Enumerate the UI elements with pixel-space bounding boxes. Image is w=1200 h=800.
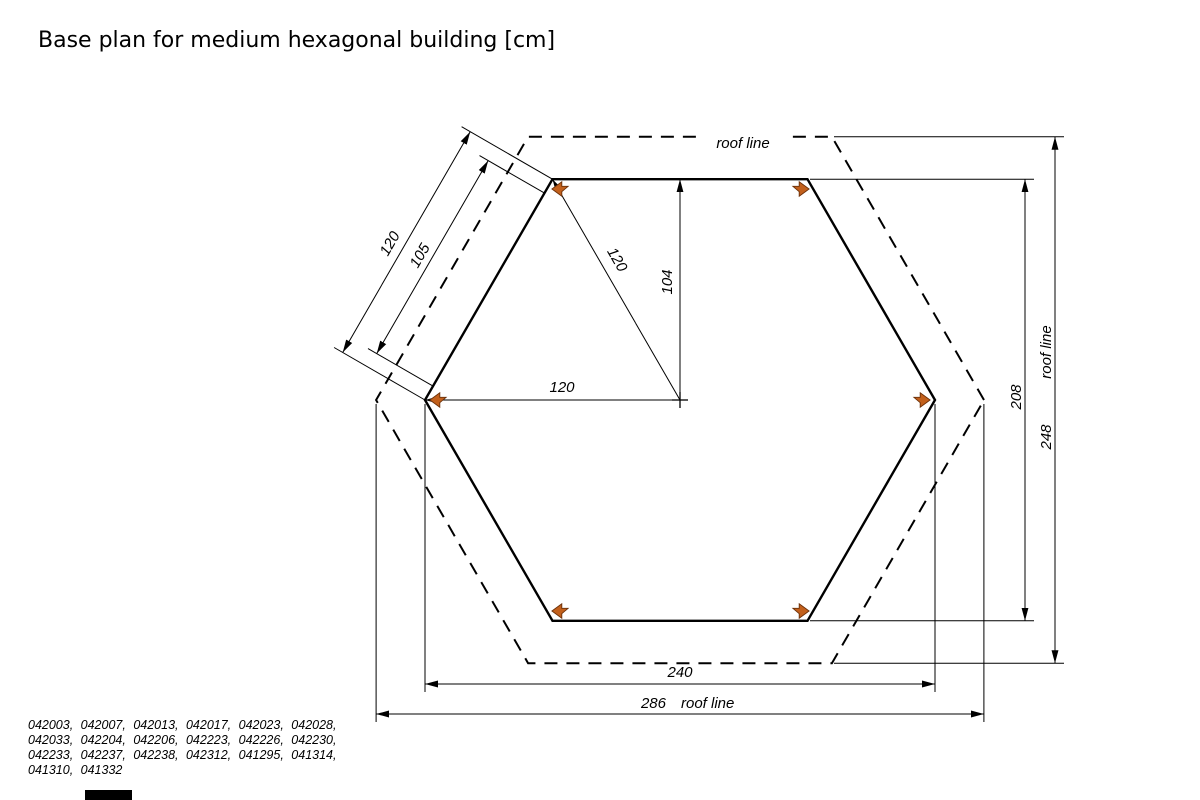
post-marker-left xyxy=(429,391,448,409)
dim-label-post-spacing: 105 xyxy=(406,240,434,271)
post-markers xyxy=(429,180,931,620)
roof-outline-dashed xyxy=(374,135,986,665)
product-code-line: 042003, 042007, 042013, 042017, 042023, … xyxy=(28,718,337,732)
product-code-line: 042233, 042237, 042238, 042312, 041295, … xyxy=(28,748,337,762)
dim-label-center-to-corner: 120 xyxy=(603,245,631,276)
roof-line-label-mask xyxy=(700,130,788,151)
roof-line-label-top: roof line xyxy=(716,135,769,152)
dim-label-roof-across-sides: 248 xyxy=(1038,424,1055,451)
dim-line-center-to-corner xyxy=(552,178,681,401)
dim-label-across-corners: 240 xyxy=(666,664,693,681)
dim-label-center-to-left-corner: 120 xyxy=(549,379,575,396)
post-marker-top-right xyxy=(791,180,810,198)
post-marker-bottom-right xyxy=(791,602,810,620)
dim-label-across-sides: 208 xyxy=(1008,384,1025,411)
roof-line-label-bottom: roof line xyxy=(681,695,734,712)
dim-group-side-length: 120 105 xyxy=(333,126,553,401)
product-code-line: 041310, 041332 xyxy=(28,763,123,777)
roof-line-label-right: roof line xyxy=(1038,325,1055,378)
bottom-black-bar xyxy=(85,790,132,800)
post-marker-top-left xyxy=(551,180,570,198)
page-title: Base plan for medium hexagonal building … xyxy=(38,28,556,53)
product-code-list: 042003, 042007, 042013, 042017, 042023, … xyxy=(28,718,336,778)
product-code-line: 042033, 042204, 042206, 042223, 042226, … xyxy=(28,733,337,747)
dim-label-roof-across-corners: 286 xyxy=(640,695,667,712)
post-marker-bottom-left xyxy=(551,602,570,620)
post-marker-right xyxy=(912,391,931,409)
dim-label-center-to-side: 104 xyxy=(659,269,676,294)
dim-group-heights: 208 248 roof line xyxy=(810,136,1064,664)
dim-group-widths: 240 286 roof line xyxy=(375,404,985,722)
